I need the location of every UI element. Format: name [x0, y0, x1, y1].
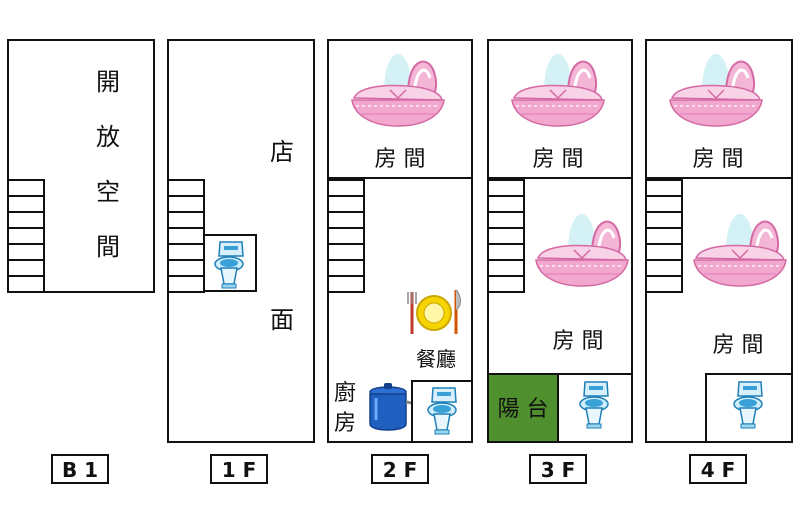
1f-store-char-1: 店	[270, 138, 294, 166]
b1-open-space-char-2: 放	[96, 123, 120, 151]
floor-3f: 房 間 房 間 陽 台 3 F	[487, 39, 633, 484]
floor-2f: 房 間 餐廳 廚 房 2 F	[327, 39, 473, 484]
plate-fork-knife-icon	[407, 289, 461, 334]
stairs-icon	[7, 179, 45, 293]
cooking-pot-icon	[369, 383, 419, 431]
1f-floor-label-box	[210, 454, 268, 484]
b1-open-space-char-3: 空	[96, 178, 120, 206]
2f-kitchen-char-2: 房	[334, 411, 356, 436]
2f-room-label: 房 間	[375, 147, 426, 172]
b1-floor-label: B 1	[62, 458, 98, 482]
3f-room-top-label: 房 間	[533, 147, 584, 172]
1f-store-char-2: 面	[270, 306, 294, 334]
4f-room-top-label: 房 間	[693, 147, 744, 172]
2f-floor-label-box	[371, 454, 429, 484]
3f-balcony-label: 陽 台	[498, 397, 549, 422]
stairs-icon	[167, 179, 205, 293]
2f-dining-label: 餐廳	[416, 347, 456, 371]
2f-floor-label: 2 F	[383, 458, 418, 482]
floor-b1: 開 放 空 間 B 1	[7, 39, 155, 484]
b1-open-space-char-4: 間	[96, 233, 120, 261]
b1-floor-label-box	[51, 454, 109, 484]
4f-floor-label: 4 F	[701, 458, 736, 482]
3f-floor-label-box	[529, 454, 587, 484]
floor-4f: 房 間 房 間 4 F	[645, 39, 793, 484]
floor-1f: 店 面 1 F	[167, 39, 315, 484]
3f-room-mid-label: 房 間	[553, 329, 604, 354]
stairs-icon	[645, 179, 683, 293]
4f-room-mid-label: 房 間	[713, 333, 764, 358]
stairs-icon	[487, 179, 525, 293]
2f-kitchen-char-1: 廚	[334, 381, 356, 406]
b1-open-space-char-1: 開	[96, 68, 120, 96]
4f-floor-label-box	[689, 454, 747, 484]
1f-floor-label: 1 F	[222, 458, 257, 482]
3f-floor-label: 3 F	[541, 458, 576, 482]
stairs-icon	[327, 179, 365, 293]
